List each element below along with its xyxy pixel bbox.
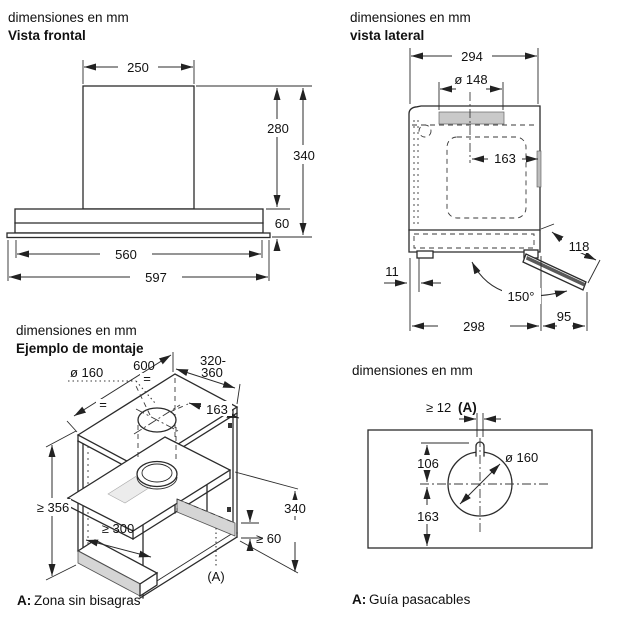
dim-mounting-hole-center: 163 xyxy=(206,402,228,417)
dim-front-body-height: 60 xyxy=(275,216,289,231)
dim-side-base-depth: 298 xyxy=(463,319,485,334)
front-dimension-lines xyxy=(7,60,312,281)
dim-side-filter-depth: 163 xyxy=(494,151,516,166)
dim-cutout-center-from-top: 106 xyxy=(417,456,439,471)
side-dimension-lines xyxy=(384,48,601,331)
dim-front-body-width: 560 xyxy=(115,247,137,262)
cutout-outline xyxy=(367,429,593,549)
cutout-legend: A: Guía pasacables xyxy=(352,592,471,607)
hinge-free-zone-strip xyxy=(176,498,236,537)
dim-front-chimney-height: 280 xyxy=(267,121,289,136)
rear-foot xyxy=(416,250,434,259)
dim-side-door-reach: 118 xyxy=(569,239,590,254)
side-view-subtitle: dimensiones en mm xyxy=(350,10,471,25)
mounting-legend-text: Zona sin bisagras xyxy=(34,593,141,608)
cutout-subtitle: dimensiones en mm xyxy=(352,363,473,378)
opened-flap xyxy=(522,253,587,291)
mounting-example-view: dimensiones en mm Ejemplo de montaje xyxy=(16,323,312,608)
dim-front-total-width: 597 xyxy=(145,270,167,285)
dim-mounting-min-height: ≥ 356 xyxy=(37,500,69,515)
cutout-view: dimensiones en mm ≥ 12 (A) xyxy=(352,363,593,607)
front-view: dimensiones en mm Vista frontal xyxy=(6,10,319,285)
dim-front-top-width: 250 xyxy=(127,60,149,75)
duct-outlet-strip xyxy=(438,111,505,125)
dim-mounting-depth-range-1: 320- xyxy=(200,353,226,368)
front-view-subtitle: dimensiones en mm xyxy=(8,10,129,25)
equal-mark-right: = xyxy=(143,371,151,386)
hinge-point-top xyxy=(228,423,232,428)
front-dimension-labels: 250 280 340 60 560 597 xyxy=(115,60,319,285)
dim-mounting-depth-range-2: 360 xyxy=(201,365,223,380)
side-hood-outline xyxy=(408,92,587,298)
dim-side-rear-gap: 11 xyxy=(385,264,399,279)
cutout-dimension-labels: ≥ 12 (A) ø 160 106 163 xyxy=(412,400,538,524)
side-view-title: vista lateral xyxy=(350,28,424,43)
dim-mounting-min-base-height: ≥ 60 xyxy=(256,531,281,546)
dim-cutout-slot-min: ≥ 12 xyxy=(426,400,451,415)
mounting-legend: A: Zona sin bisagras xyxy=(17,593,141,608)
cutout-legend-text: Guía pasacables xyxy=(369,592,471,607)
side-dimension-labels: 294 ø 148 163 118 11 150° 298 95 xyxy=(385,49,595,334)
dim-mounting-min-inner-width: ≥ 300 xyxy=(102,521,134,536)
dim-side-total-depth: 294 xyxy=(461,49,483,64)
dim-side-opening-angle: 150° xyxy=(508,289,535,304)
dim-cutout-center-from-bottom: 163 xyxy=(417,509,439,524)
dim-side-front-overhang: 95 xyxy=(557,309,571,324)
mounting-subtitle: dimensiones en mm xyxy=(16,323,137,338)
dim-cutout-hole-diameter: ø 160 xyxy=(505,450,538,465)
equal-mark-left: = xyxy=(99,397,107,412)
dim-mounting-hood-height: 340 xyxy=(284,501,306,516)
duct-collar xyxy=(136,460,178,490)
mounting-dimension-lines xyxy=(45,352,299,581)
cutout-legend-key: A: xyxy=(352,592,366,607)
hinge-point-bottom xyxy=(227,507,231,512)
dim-mounting-width: 600 xyxy=(133,358,155,373)
dim-side-duct-diameter: ø 148 xyxy=(454,72,487,87)
mounting-title: Ejemplo de montaje xyxy=(16,341,144,356)
front-hood-outline xyxy=(6,85,271,239)
dim-front-total-height: 340 xyxy=(293,148,315,163)
side-view: dimensiones en mm vista lateral xyxy=(350,10,601,334)
dim-mounting-duct-diameter: ø 160 xyxy=(70,365,103,380)
mounting-legend-key: A: xyxy=(17,593,31,608)
filter-hidden-outline xyxy=(446,136,527,219)
cutout-dimension-lines xyxy=(421,413,501,546)
front-view-title: Vista frontal xyxy=(8,28,86,43)
mounting-dimension-labels: ø 160 600 320- 360 = = 163 ≥ 356 ≥ 300 3… xyxy=(34,353,312,584)
dim-cutout-slot-marker: (A) xyxy=(458,400,477,415)
zone-marker-label: (A) xyxy=(207,569,224,584)
